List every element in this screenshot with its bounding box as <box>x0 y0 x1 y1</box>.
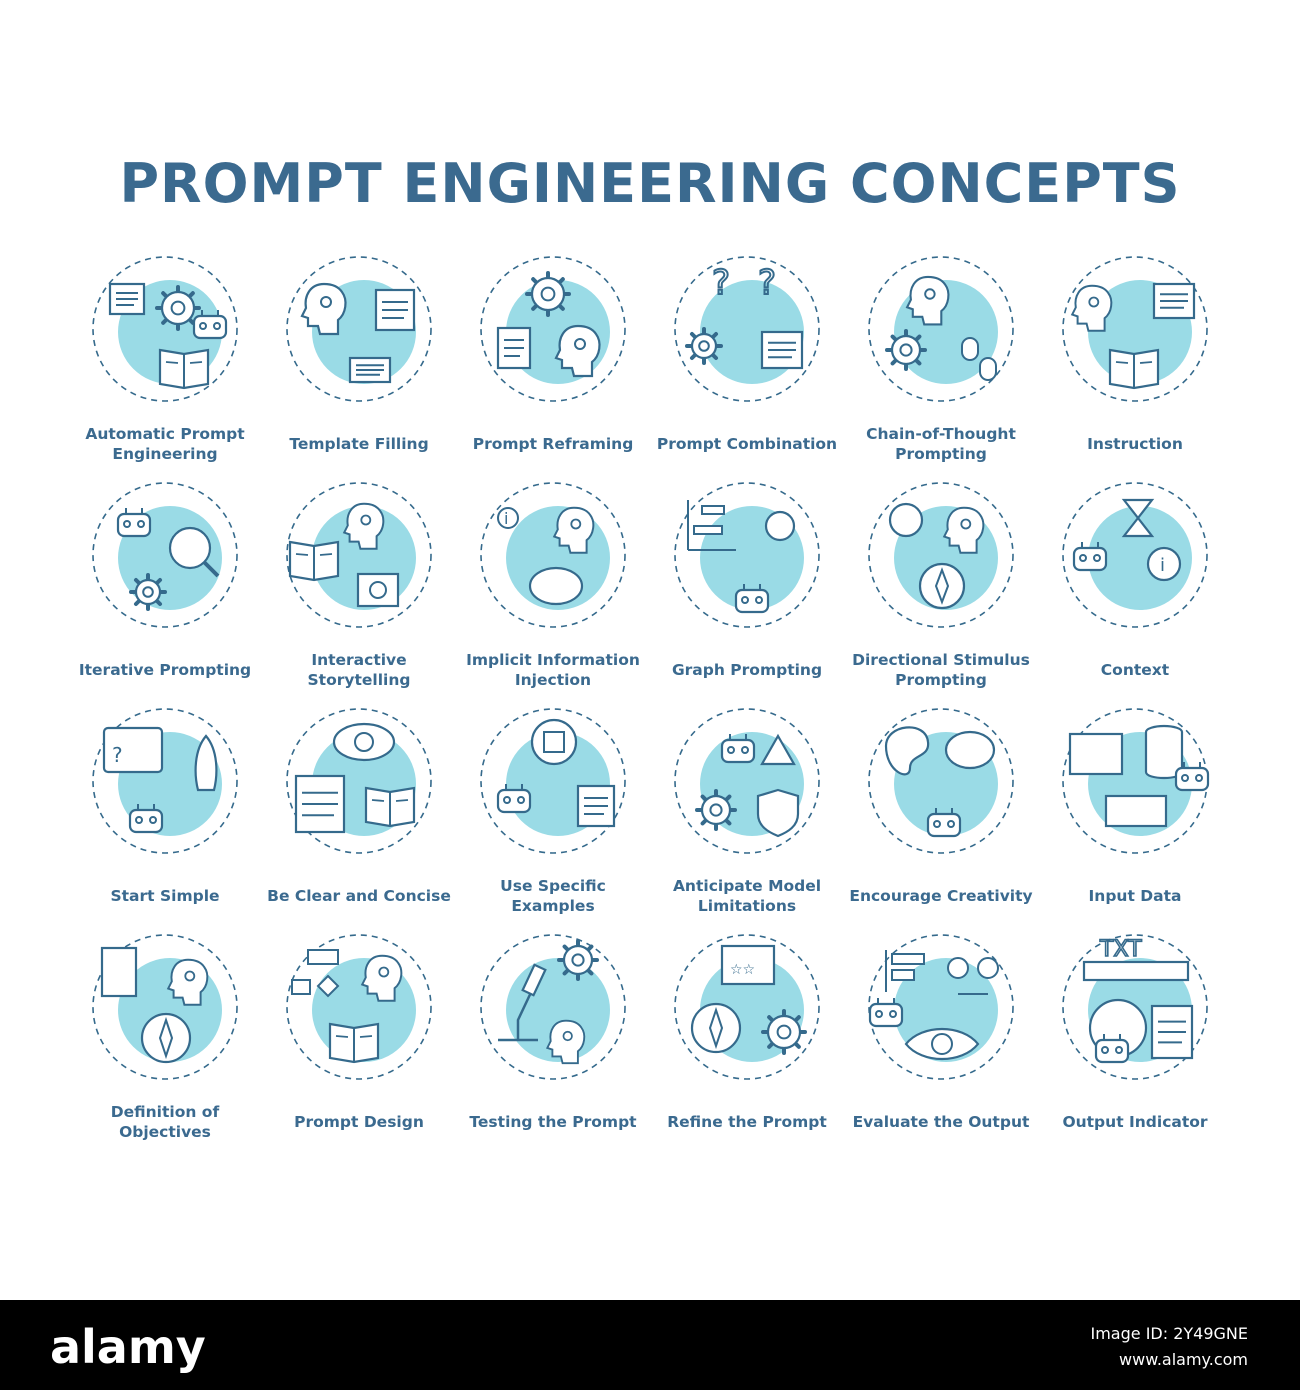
concept-label: Iterative Prompting <box>78 661 252 679</box>
concept-label: Be Clear and Concise <box>267 887 451 905</box>
flowchart-head-book-icon <box>284 932 434 1082</box>
rating-wrench-compass-icon: ☆☆ <box>672 932 822 1082</box>
window-rocket-robot-icon: ? <box>90 706 240 856</box>
svg-text:?: ? <box>712 263 730 303</box>
svg-text:?: ? <box>112 743 123 767</box>
concept-tile: Testing the Prompt <box>456 928 650 1154</box>
svg-text:☆☆: ☆☆ <box>730 962 755 978</box>
concept-label: Prompt Reframing <box>472 435 634 453</box>
concept-label: Prompt Design <box>294 1113 424 1131</box>
gear-arrows-document-icon <box>478 254 628 404</box>
head-calendar-form-icon <box>284 254 434 404</box>
concept-label: Automatic Prompt Engineering <box>85 425 245 463</box>
eye-checklist-book-icon <box>284 706 434 856</box>
gantt-network-robot-icon <box>672 480 822 630</box>
concept-label: Input Data <box>1088 887 1182 905</box>
concept-label: Definition of Objectives <box>110 1103 220 1141</box>
concept-label: Prompt Combination <box>656 435 838 453</box>
concept-tile: ☆☆ Refine the Prompt <box>650 928 844 1154</box>
notebook-head-compass-icon <box>90 932 240 1082</box>
concept-tile: Use Specific Examples <box>456 702 650 928</box>
concept-label: Graph Prompting <box>671 661 823 679</box>
heads-chat-book-icon <box>1060 254 1210 404</box>
concept-tile: Interactive Storytelling <box>262 476 456 702</box>
brand-logo: alamy <box>50 1320 206 1374</box>
concept-label: Output Indicator <box>1062 1113 1208 1131</box>
concept-label: Encourage Creativity <box>849 887 1033 905</box>
concept-tile: Be Clear and Concise <box>262 702 456 928</box>
concept-tile: Graph Prompting <box>650 476 844 702</box>
concept-tile: ?? Prompt Combination <box>650 250 844 476</box>
microscope-gears-head-icon <box>478 932 628 1082</box>
svg-text:i: i <box>504 509 508 528</box>
svg-text:?: ? <box>758 263 776 303</box>
target-head-compass-icon <box>866 480 1016 630</box>
concept-label: Directional Stimulus Prompting <box>852 651 1030 689</box>
concept-tile: ? Start Simple <box>68 702 262 928</box>
concept-tile: Chain-of-Thought Prompting <box>844 250 1038 476</box>
concept-tile: Prompt Reframing <box>456 250 650 476</box>
concept-label: Context <box>1100 661 1170 679</box>
book-head-theater-icon <box>284 480 434 630</box>
palette-brain-robot-icon <box>866 706 1016 856</box>
concept-label: Instruction <box>1087 435 1183 453</box>
concept-tile: Definition of Objectives <box>68 928 262 1154</box>
concept-tile: TXT Output Indicator <box>1038 928 1232 1154</box>
concept-tile: Anticipate Model Limitations <box>650 702 844 928</box>
robot-magnifier-cycle-icon <box>90 480 240 630</box>
image-id-text: Image ID: 2Y49GNE <box>1090 1324 1249 1343</box>
concept-tile: Instruction <box>1038 250 1232 476</box>
svg-text:i: i <box>1160 555 1165 576</box>
concept-tile: Prompt Design <box>262 928 456 1154</box>
concept-label: Implicit Information Injection <box>466 651 640 689</box>
concept-label: Use Specific Examples <box>500 877 606 915</box>
concept-tile: Iterative Prompting <box>68 476 262 702</box>
concept-tile: Automatic Prompt Engineering <box>68 250 262 476</box>
concept-label: Testing the Prompt <box>469 1113 637 1131</box>
concept-label: Chain-of-Thought Prompting <box>866 425 1016 463</box>
concept-label: Interactive Storytelling <box>307 651 411 689</box>
concept-tile: Directional Stimulus Prompting <box>844 476 1038 702</box>
concept-tile: Input Data <box>1038 702 1232 928</box>
hand-info-brain-icon: i <box>478 480 628 630</box>
chart-scale-eye-icon <box>866 932 1016 1082</box>
site-url: www.alamy.com <box>1119 1350 1248 1369</box>
question-gears-documents-icon: ?? <box>672 254 822 404</box>
concept-tile: Encourage Creativity <box>844 702 1038 928</box>
concept-label: Evaluate the Output <box>852 1113 1030 1131</box>
monitor-database-keyboard-icon <box>1060 706 1210 856</box>
concept-grid: Automatic Prompt Engineering Template Fi… <box>68 250 1232 1154</box>
hourglass-globe-info-icon: i <box>1060 480 1210 630</box>
watermark-footer: alamy Image ID: 2Y49GNE www.alamy.com <box>0 1300 1300 1390</box>
concept-label: Template Filling <box>289 435 429 453</box>
head-bulb-gears-steps-icon <box>866 254 1016 404</box>
concept-label: Start Simple <box>110 887 220 905</box>
txt-ruler-robot-checklist-icon: TXT <box>1060 932 1210 1082</box>
svg-text:TXT: TXT <box>1099 937 1142 962</box>
page-title: PROMPT ENGINEERING CONCEPTS <box>119 152 1181 215</box>
concept-label: Anticipate Model Limitations <box>672 877 822 915</box>
brain-gear-book-icon <box>90 254 240 404</box>
concept-tile: Evaluate the Output <box>844 928 1038 1154</box>
robot-warning-shield-icon <box>672 706 822 856</box>
concept-label: Refine the Prompt <box>667 1113 827 1131</box>
target-robot-hand-document-icon <box>478 706 628 856</box>
concept-tile: Template Filling <box>262 250 456 476</box>
